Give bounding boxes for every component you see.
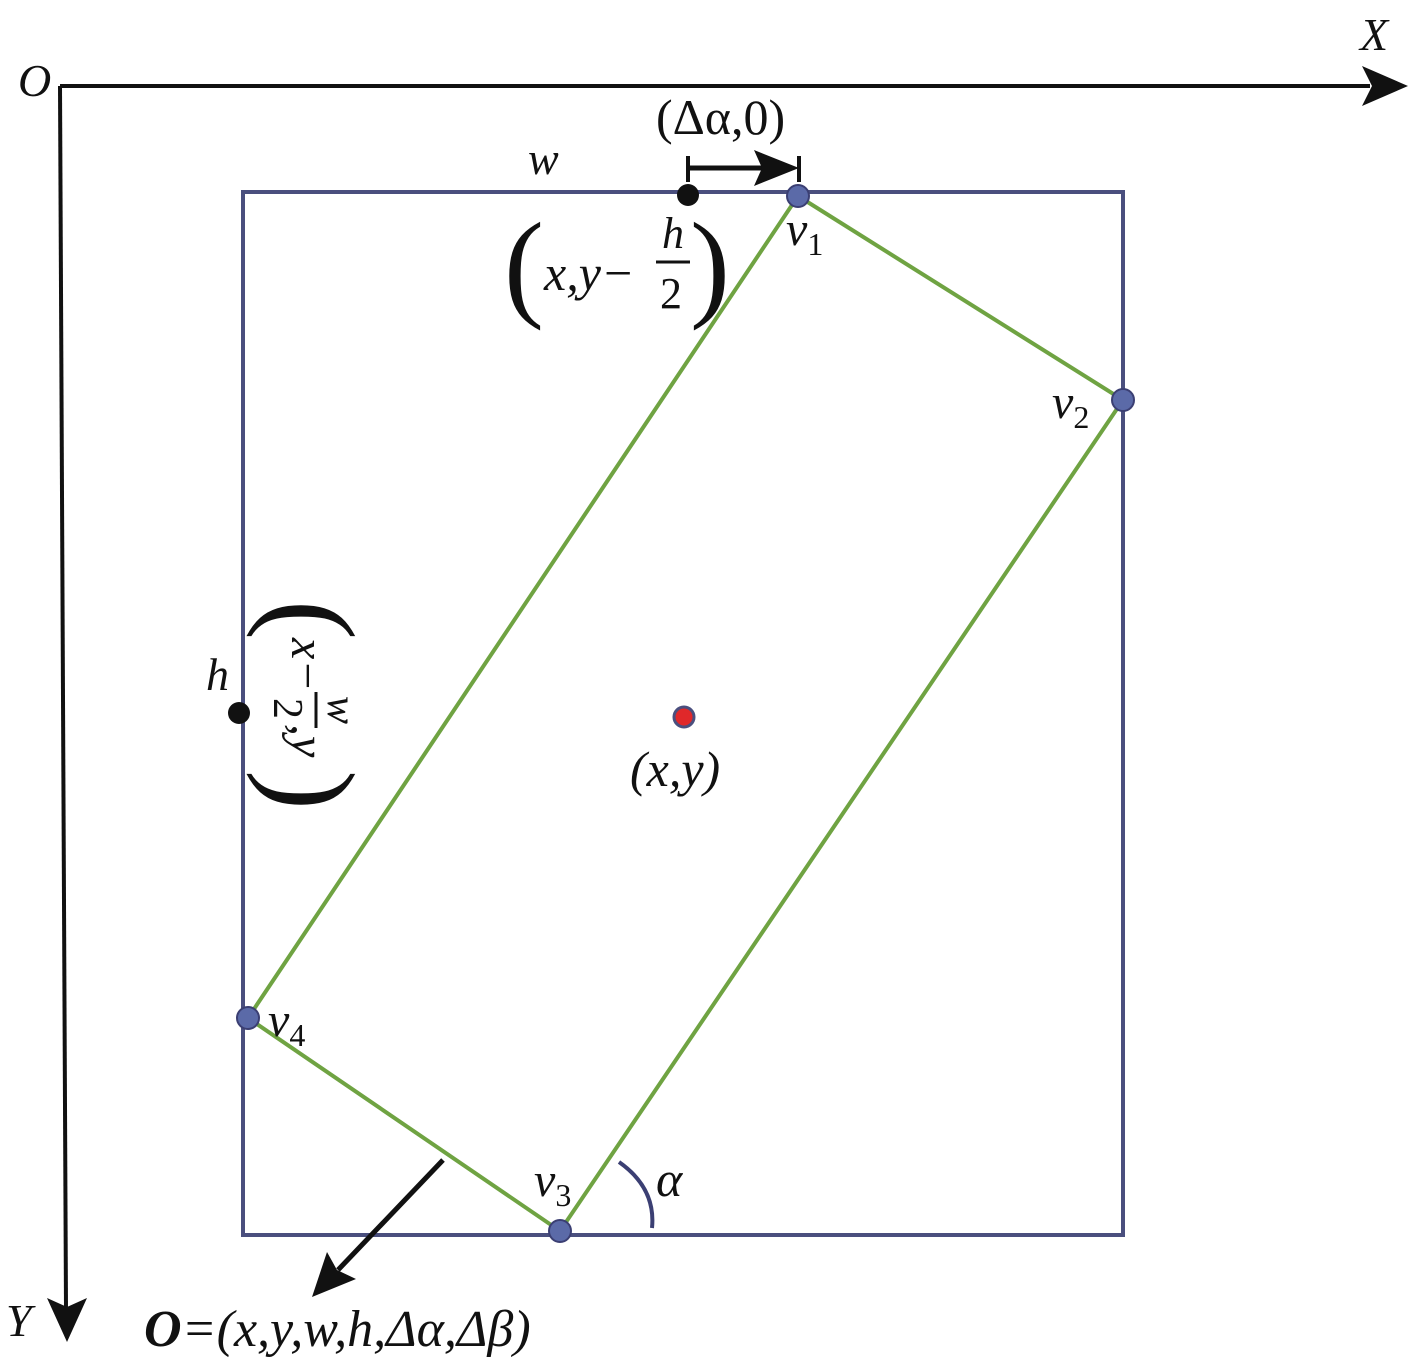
x-axis-arrowhead	[1362, 66, 1408, 106]
y-axis	[58, 85, 68, 1311]
top-midpoint-frac-num: h	[662, 209, 684, 258]
output-arrowhead	[312, 1252, 356, 1297]
left-midpoint-label: ( x− w 2 ,y )	[246, 600, 379, 810]
vertex-v3	[548, 1219, 572, 1243]
angle-alpha-label: α	[656, 1151, 684, 1207]
top-midpoint-close-paren: )	[690, 198, 730, 331]
top-midpoint-dot	[677, 184, 699, 206]
left-midpoint-label-tail: ,y	[281, 724, 334, 758]
top-midpoint-label-main: x,y−	[543, 245, 635, 301]
vertex-v4-label: v4	[268, 994, 305, 1053]
x-axis-label: X	[1358, 9, 1390, 60]
center-point	[672, 705, 696, 729]
left-midpoint-frac-num: w	[318, 696, 364, 724]
vertex-v2	[1111, 388, 1135, 412]
y-axis-label: Y	[6, 1295, 36, 1346]
vertex-v1-label: v1	[786, 203, 823, 262]
left-midpoint-dot	[228, 702, 250, 724]
left-midpoint-label-main: x−	[281, 637, 334, 692]
left-midpoint-frac-den: 2	[264, 698, 310, 719]
output-formula: O=(x,y,w,h,Δα,Δβ)	[144, 1301, 531, 1358]
output-arrow-shaft	[336, 1158, 445, 1272]
vertex-v2-label: v2	[1052, 376, 1089, 435]
offset-label: (Δα,0)	[656, 89, 785, 145]
left-midpoint-close-paren: )	[246, 770, 379, 810]
vertex-v4	[236, 1006, 260, 1030]
top-midpoint-label: ( x,y− h 2 )	[504, 198, 730, 331]
origin-label: O	[18, 55, 51, 106]
vertex-v1	[786, 184, 810, 208]
center-label: (x,y)	[630, 741, 720, 797]
vertex-v3-label: v3	[534, 1154, 571, 1213]
y-axis-arrowhead	[47, 1298, 87, 1342]
left-midpoint-open-paren: (	[246, 600, 379, 640]
angle-alpha-arc	[617, 1160, 655, 1229]
top-midpoint-open-paren: (	[504, 198, 544, 331]
top-midpoint-frac-den: 2	[660, 269, 682, 318]
offset-arrowhead	[754, 150, 799, 186]
box-width-label: w	[528, 133, 559, 184]
box-height-label: h	[206, 649, 229, 700]
